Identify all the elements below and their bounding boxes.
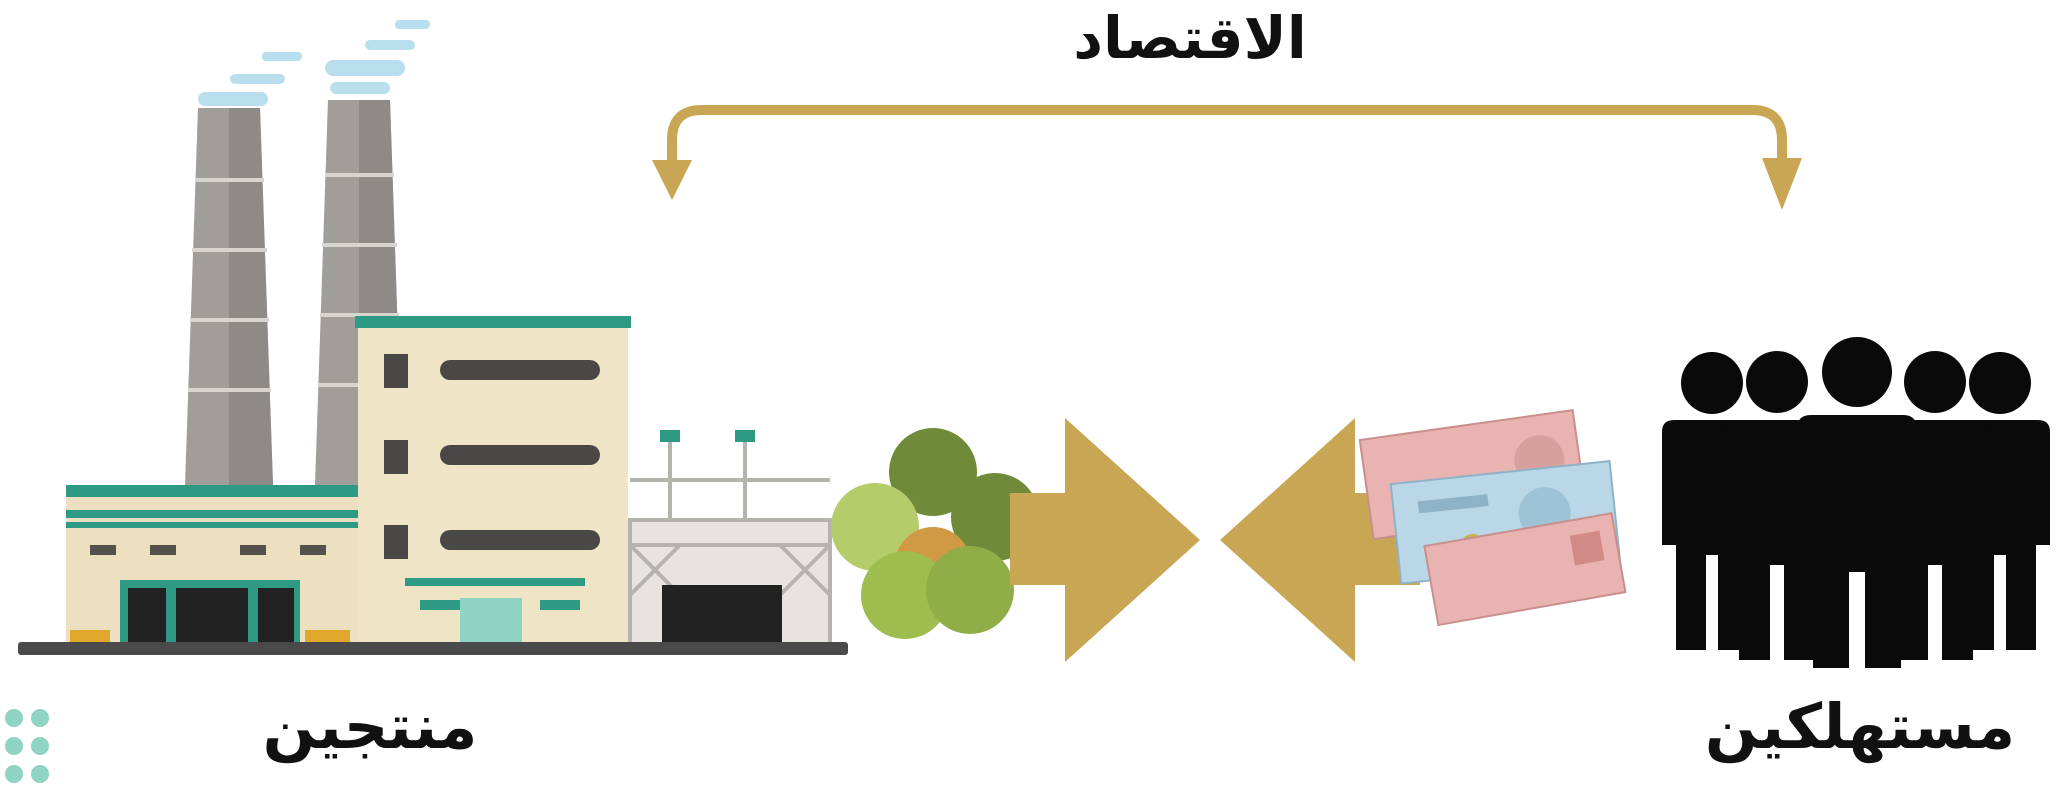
smoke (198, 20, 430, 106)
double-arrow-icon (652, 105, 1802, 210)
people-icon (1662, 337, 2050, 668)
factory-icon (18, 20, 848, 655)
diagram-title: الاقتصاد (1073, 4, 1307, 72)
loop-arrowhead-right (1762, 158, 1802, 210)
produce-icon (831, 428, 1039, 639)
arrow-right-icon (1010, 418, 1200, 662)
banknotes-icon (1358, 408, 1627, 627)
loop-arrowhead-left (652, 160, 692, 200)
producers-label: منتجين (262, 690, 478, 763)
decorative-dots (5, 709, 49, 783)
consumers-label: مستهلكين (1704, 690, 2016, 763)
